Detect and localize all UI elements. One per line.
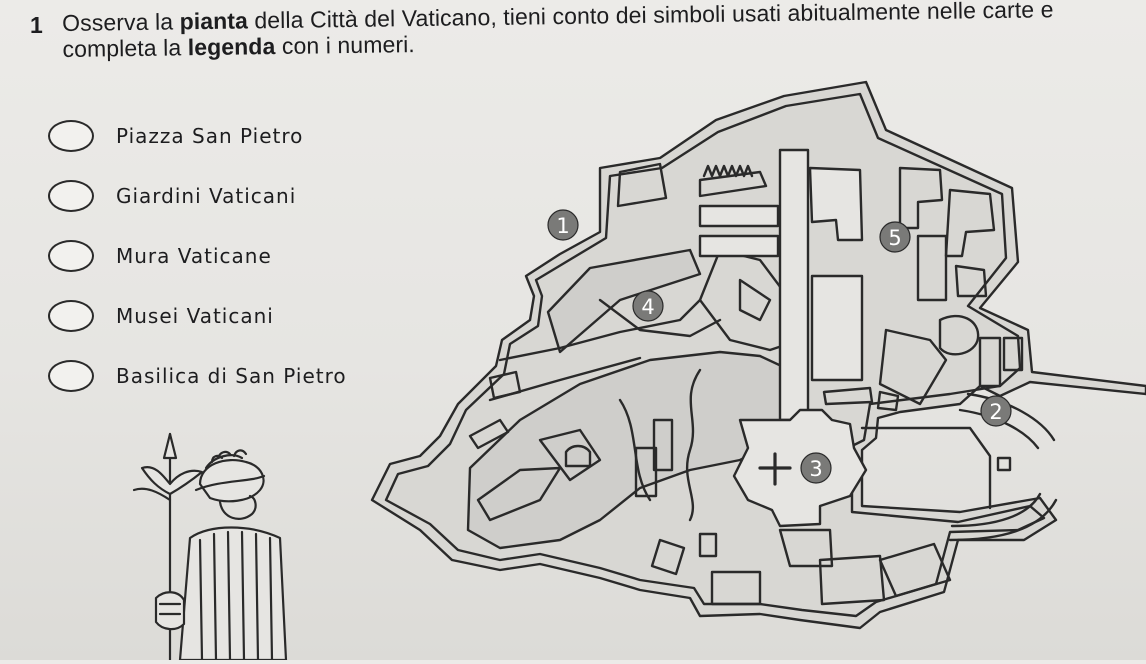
answer-circle-piazza-san-pietro[interactable] (48, 120, 94, 152)
map-marker-4: 4 (632, 290, 664, 322)
gardens-diagonal-wall (546, 248, 702, 354)
svg-text:5: 5 (888, 226, 901, 250)
instruction-bold-legenda: legenda (187, 33, 276, 61)
svg-text:2: 2 (989, 400, 1002, 424)
svg-text:4: 4 (641, 295, 654, 319)
swiss-guard-drawing (132, 432, 288, 662)
map-legend: Piazza San Pietro Giardini Vaticani Mura… (48, 106, 408, 406)
legend-item-musei-vaticani: Musei Vaticani (48, 286, 408, 346)
instruction-text-3: con i numeri. (275, 31, 416, 60)
answer-circle-basilica-san-pietro[interactable] (48, 360, 94, 392)
legend-item-piazza-san-pietro: Piazza San Pietro (48, 106, 408, 166)
colonnade-top (966, 392, 1056, 442)
basilica-outline (732, 408, 868, 528)
legend-label-musei-vaticani: Musei Vaticani (116, 304, 274, 328)
exercise-instructions: Osserva la pianta della Città del Vatica… (62, 0, 1103, 62)
exercise-number: 1 (30, 12, 43, 38)
legend-item-basilica-san-pietro: Basilica di San Pietro (48, 346, 408, 406)
gardens-lower-paths (466, 350, 802, 550)
vatican-walls-inner (384, 92, 1046, 618)
legend-item-mura-vaticane: Mura Vaticane (48, 226, 408, 286)
answer-circle-musei-vaticani[interactable] (48, 300, 94, 332)
legend-label-basilica-san-pietro: Basilica di San Pietro (116, 364, 347, 388)
vatican-walls-outline (370, 80, 1146, 630)
museums-building (778, 148, 810, 422)
instruction-text-1: Osserva la (62, 8, 180, 36)
swiss-guard-illustration (130, 428, 290, 662)
legend-label-piazza-san-pietro: Piazza San Pietro (116, 124, 304, 148)
map-marker-5: 5 (879, 221, 911, 253)
legend-label-mura-vaticane: Mura Vaticane (116, 244, 272, 268)
answer-circle-mura-vaticane[interactable] (48, 240, 94, 272)
instruction-bold-pianta: pianta (179, 7, 249, 35)
map-marker-3: 3 (800, 452, 832, 484)
map-marker-2: 2 (980, 395, 1012, 427)
legend-item-giardini-vaticani: Giardini Vaticani (48, 166, 408, 226)
legend-label-giardini-vaticani: Giardini Vaticani (116, 184, 297, 208)
map-marker-1: 1 (547, 209, 579, 241)
answer-circle-giardini-vaticani[interactable] (48, 180, 94, 212)
svg-text:3: 3 (809, 457, 822, 481)
svg-text:1: 1 (556, 214, 569, 238)
colonnade-bottom (948, 498, 1058, 542)
